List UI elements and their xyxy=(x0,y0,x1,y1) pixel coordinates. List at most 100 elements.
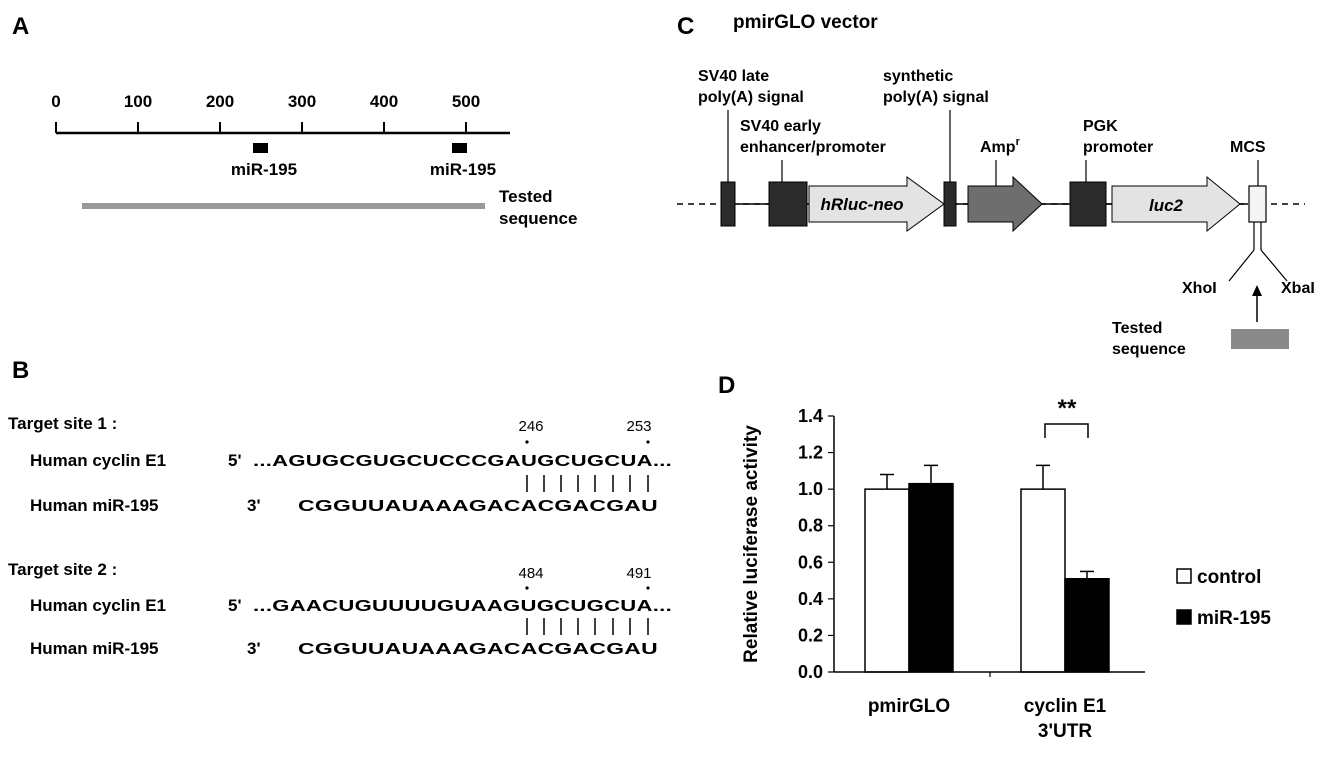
site-2-target-end: 5' xyxy=(228,596,242,615)
scale-tick-label: 300 xyxy=(288,92,316,111)
site-1-target-sequence: ...AGUGCGUGCUCCCGAUGCUGCUA... xyxy=(253,453,672,470)
x-category-label: 3'UTR xyxy=(1038,721,1092,742)
significance-marker: ** xyxy=(1058,395,1077,422)
y-tick-label: 0.6 xyxy=(798,552,823,572)
mir195-site-2-marker xyxy=(452,143,467,153)
site-1-end-position: 253 xyxy=(626,418,651,435)
sv40-early-label: enhancer/promoter xyxy=(740,139,886,156)
site-2-target-sequence: ...GAACUGUUUUGUAAGUGCUGCUA... xyxy=(253,598,672,615)
luc2-label: luc2 xyxy=(1149,196,1184,215)
panel-c-label: C xyxy=(677,13,694,40)
position-dot xyxy=(525,440,529,444)
mir195-site-1-label: miR-195 xyxy=(231,160,297,179)
tested-sequence-bar xyxy=(82,203,485,209)
panel-b-label: B xyxy=(12,357,29,384)
panel-d: D Relative luciferase activity 0.0 0.2 0.4… xyxy=(718,372,1271,742)
scale-tick-label: 100 xyxy=(124,92,152,111)
y-tick-label: 1.2 xyxy=(798,443,823,463)
tested-sequence-label: sequence xyxy=(1112,341,1186,358)
y-axis-label: Relative luciferase activity xyxy=(741,425,762,663)
y-tick-label: 0.4 xyxy=(798,589,823,609)
bar-control xyxy=(864,488,910,673)
panel-a-label: A xyxy=(12,13,29,40)
pgk-promoter-box xyxy=(1069,181,1107,227)
site-1-target-end: 5' xyxy=(228,451,242,470)
insertion-arrow-head xyxy=(1252,285,1262,296)
position-dot xyxy=(525,586,529,590)
sv40-early-promoter-box xyxy=(768,181,808,227)
bar-series xyxy=(864,464,1110,673)
y-tick-label: 1.0 xyxy=(798,479,823,499)
site-1-mirna-sequence: CGGUUAUAAAGACACGACGAU xyxy=(298,498,658,515)
synthetic-polya-box xyxy=(943,181,957,227)
mir195-site-1-marker xyxy=(253,143,268,153)
panel-a: A 0 100 200 300 400 500 miR-195 miR-195 … xyxy=(12,13,577,228)
legend-swatch-control xyxy=(1176,568,1192,584)
synthetic-polya-label: poly(A) signal xyxy=(883,89,989,106)
panel-d-label: D xyxy=(718,372,735,399)
sv40-late-label: SV40 late xyxy=(698,68,769,85)
xhoi-label: XhoI xyxy=(1182,280,1217,297)
tested-sequence-bar xyxy=(1231,329,1289,349)
site-1-start-position: 246 xyxy=(518,418,543,435)
x-category-label: cyclin E1 xyxy=(1024,696,1107,717)
y-tick-label: 0.2 xyxy=(798,625,823,645)
site-2-mirna-sequence: CGGUUAUAAAGACACGACGAU xyxy=(298,641,658,658)
bar-control xyxy=(1020,488,1066,673)
target-site-2-title: Target site 2 : xyxy=(8,560,117,579)
mir195-site-2-label: miR-195 xyxy=(430,160,496,179)
pgk-label: PGK xyxy=(1083,118,1118,135)
amp-arrow xyxy=(967,175,1043,233)
site-1-target-name: Human cyclin E1 xyxy=(30,451,166,470)
target-site-1-title: Target site 1 : xyxy=(8,414,117,433)
hrluc-neo-arrow xyxy=(808,176,945,232)
bar-mir-195 xyxy=(1064,577,1110,673)
scale-tick-label: 200 xyxy=(206,92,234,111)
amp-label: Ampr xyxy=(980,136,1021,156)
site-2-target-name: Human cyclin E1 xyxy=(30,596,166,615)
synthetic-polya-label: synthetic xyxy=(883,68,953,85)
scale-tick-label: 500 xyxy=(452,92,480,111)
legend-label-mir195: miR-195 xyxy=(1197,608,1271,629)
legend-swatch-mir195 xyxy=(1176,609,1192,625)
bar-mir-195 xyxy=(908,482,954,673)
pgk-label: promoter xyxy=(1083,139,1153,156)
site-2-mirna-name: Human miR-195 xyxy=(30,639,158,658)
site-2-base-pairing xyxy=(526,618,649,635)
site-2-end-position: 491 xyxy=(626,565,651,582)
site-2-mirna-end: 3' xyxy=(247,639,261,658)
scale-tick-label: 400 xyxy=(370,92,398,111)
site-1-mirna-end: 3' xyxy=(247,496,261,515)
hrluc-neo-label: hRluc-neo xyxy=(820,195,903,214)
position-dot xyxy=(646,440,650,444)
site-2-start-position: 484 xyxy=(518,565,543,582)
y-tick-label: 0.0 xyxy=(798,662,823,682)
mcs-label: MCS xyxy=(1230,139,1266,156)
panel-b: B Target site 1 : 246 253 Human cyclin E… xyxy=(8,357,672,658)
tested-sequence-label: Tested xyxy=(499,187,553,206)
y-tick-label: 1.4 xyxy=(798,406,823,426)
scale-tick-label: 0 xyxy=(51,92,60,111)
tested-sequence-label: sequence xyxy=(499,209,577,228)
significance-bracket xyxy=(1044,423,1089,438)
panel-c: C pmirGLO vector SV40 late poly(A) signa… xyxy=(677,12,1315,358)
sv40-late-polya-box xyxy=(720,181,736,227)
vector-title: pmirGLO vector xyxy=(733,12,878,33)
xbai-label: XbaI xyxy=(1281,280,1315,297)
tested-sequence-label: Tested xyxy=(1112,320,1162,337)
restriction-line xyxy=(1260,249,1288,282)
mcs-box xyxy=(1248,185,1267,223)
site-1-mirna-name: Human miR-195 xyxy=(30,496,158,515)
restriction-line xyxy=(1228,249,1255,282)
legend-label-control: control xyxy=(1197,567,1261,588)
x-category-label: pmirGLO xyxy=(868,696,950,717)
sv40-early-label: SV40 early xyxy=(740,118,821,135)
y-tick-label: 0.8 xyxy=(798,516,823,536)
y-axis-ticks: 0.0 0.2 0.4 0.6 0.8 1.0 1.2 1.4 xyxy=(798,406,834,682)
site-1-base-pairing xyxy=(526,475,649,492)
x-axis-labels: pmirGLO cyclin E1 3'UTR xyxy=(868,696,1107,742)
luc2-arrow xyxy=(1111,175,1241,233)
sv40-late-label: poly(A) signal xyxy=(698,89,804,106)
position-dot xyxy=(646,586,650,590)
